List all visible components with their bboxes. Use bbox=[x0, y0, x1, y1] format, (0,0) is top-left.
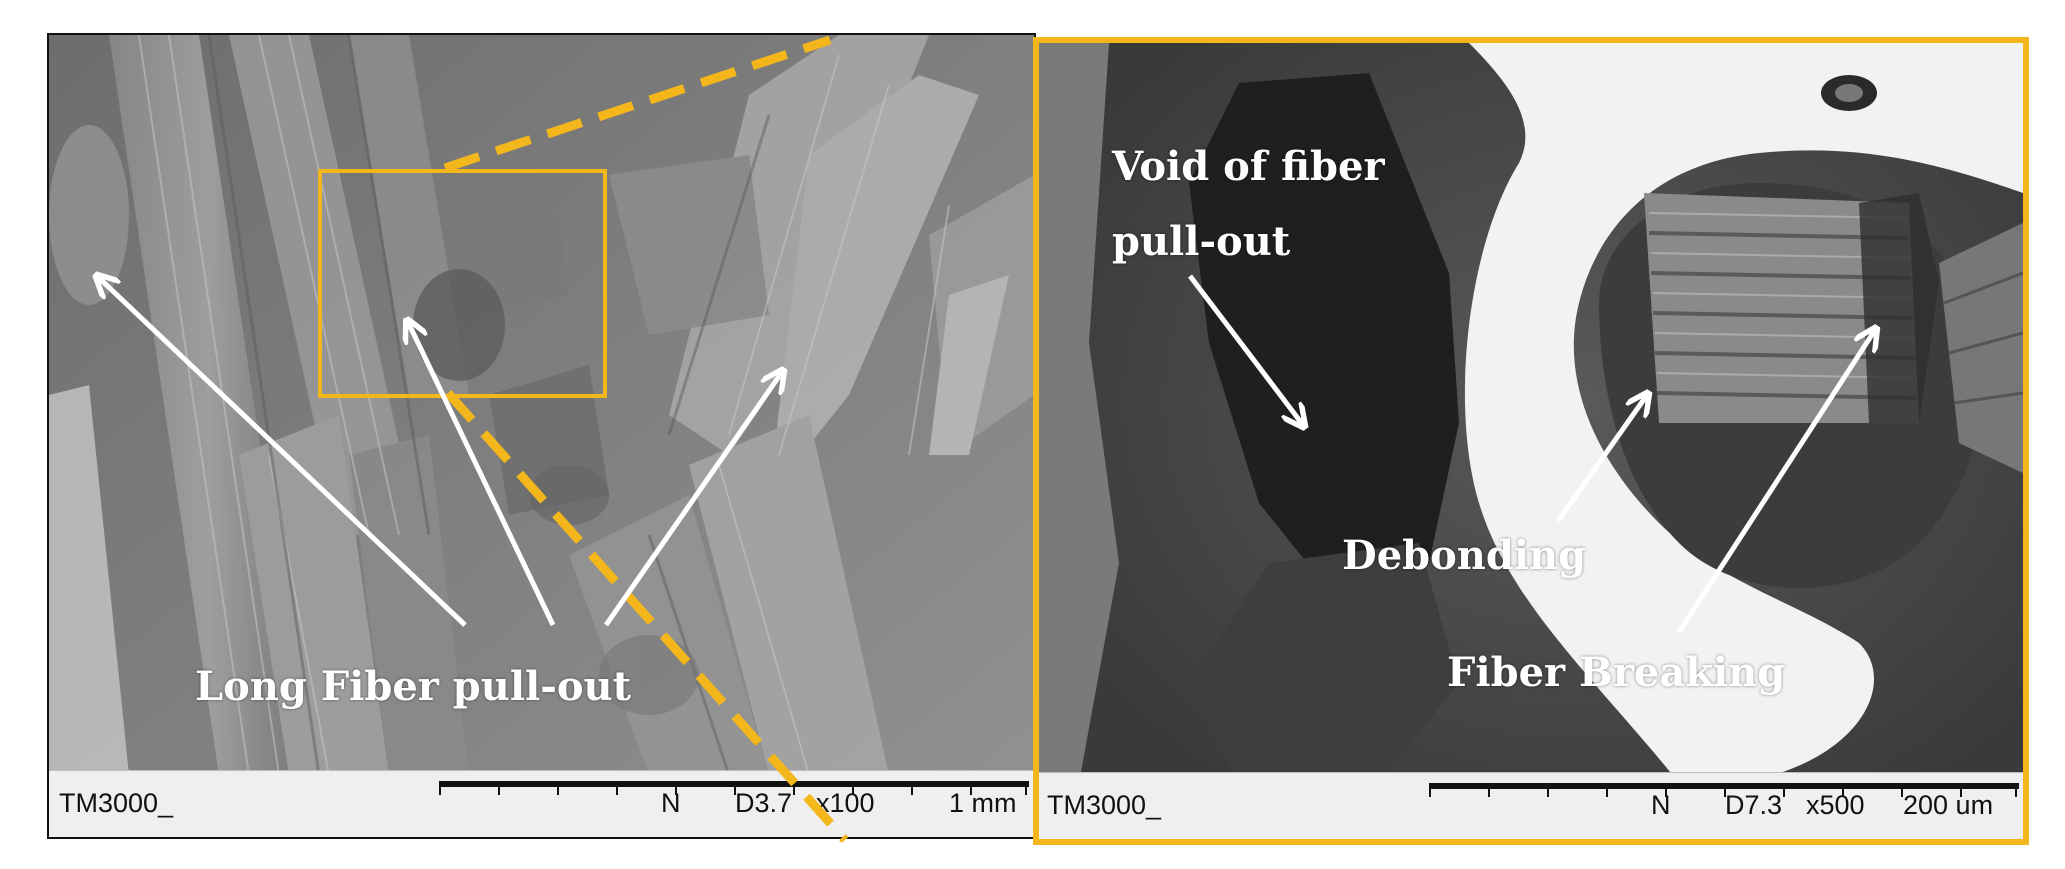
left-magnification-text: x100 bbox=[816, 788, 875, 818]
left-micrograph bbox=[49, 35, 1034, 837]
right-scale-text: 200 um bbox=[1903, 790, 1994, 820]
right-scale-bar bbox=[1429, 783, 2019, 801]
right-instrument-text: TM3000_ bbox=[1047, 790, 1162, 820]
left-distance-text: D3.7 bbox=[735, 788, 793, 818]
left-instrument-text: TM3000_ bbox=[59, 788, 174, 818]
label-void-line2: pull-out bbox=[1112, 218, 1291, 265]
label-void-line1: Void of fiber bbox=[1112, 143, 1385, 190]
left-sem-image: TM3000_ N D3.7 x100 1 mm bbox=[47, 33, 1036, 839]
right-mode-text: N bbox=[1651, 790, 1671, 820]
right-magnification-text: x500 bbox=[1806, 790, 1865, 820]
label-long-fiber-pullout: Long Fiber pull-out bbox=[195, 663, 632, 710]
left-scale-bar bbox=[439, 781, 1029, 799]
right-info-bar: TM3000_ N D7.3 x500 200 um bbox=[1039, 772, 2023, 839]
left-scale-text: 1 mm bbox=[949, 788, 1017, 818]
left-mode-text: N bbox=[661, 788, 681, 818]
right-distance-text: D7.3 bbox=[1725, 790, 1783, 820]
label-fiber-breaking: Fiber Breaking bbox=[1447, 649, 1786, 696]
left-info-bar: TM3000_ N D3.7 x100 1 mm bbox=[49, 770, 1034, 837]
label-debonding: Debonding bbox=[1342, 532, 1587, 579]
